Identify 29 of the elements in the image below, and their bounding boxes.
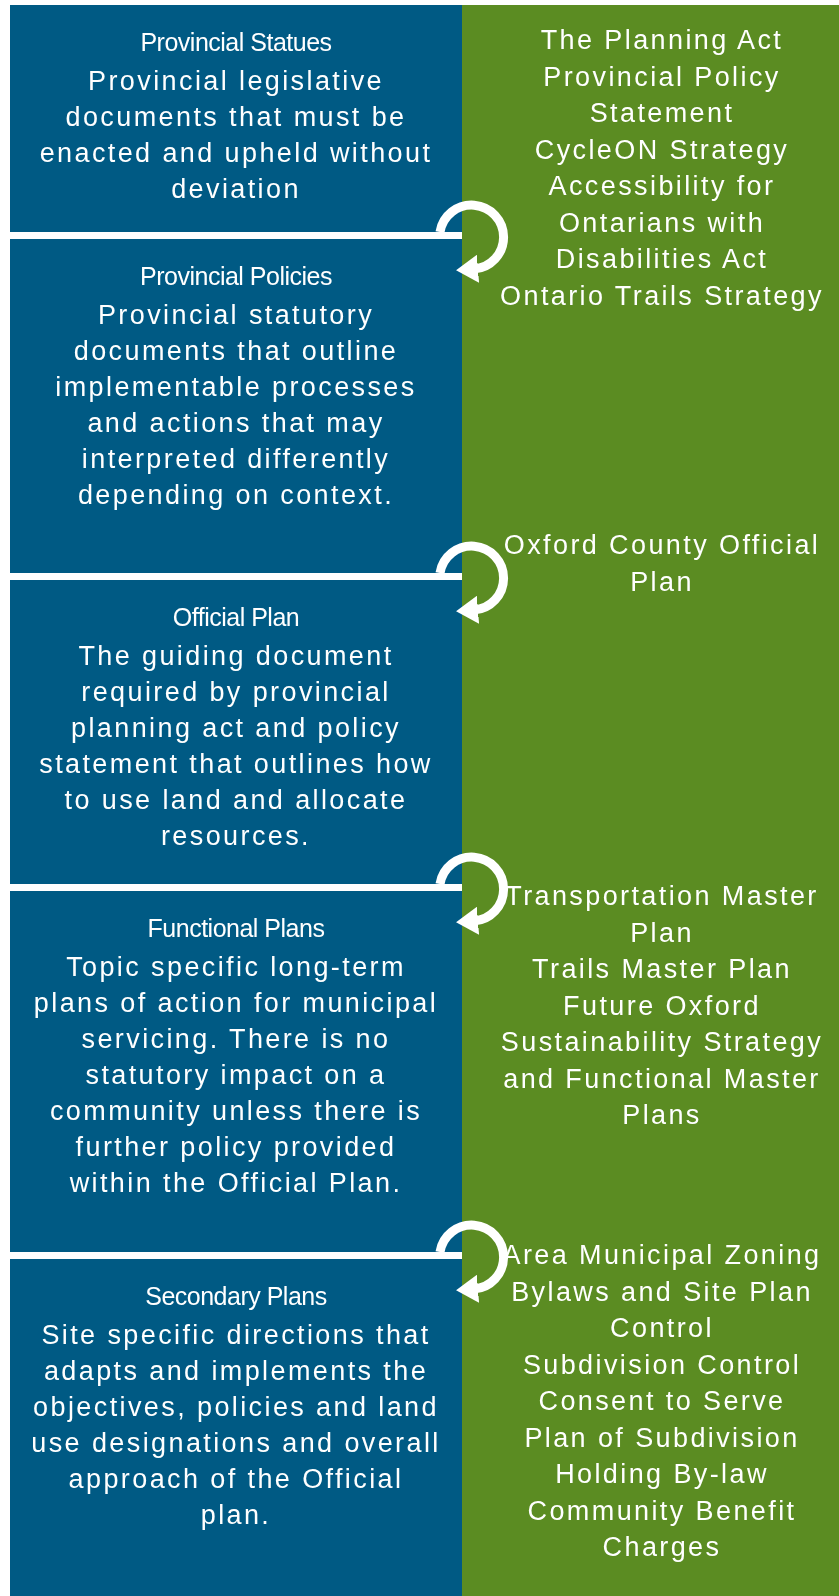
process-box: [10, 580, 462, 884]
box-description: Topic specific long-term plans of action for municipal servicing. There is no statutory impact on a community unless there is further policy provided within the Official Plan.: [32, 951, 440, 1200]
document-name: Future Oxford Sustainability Strategy and Functional Master Plans: [499, 989, 825, 1132]
box-heading: Official Plan: [172, 602, 300, 632]
process-box: [10, 5, 462, 232]
document-name: Community Benefit Charges: [526, 1494, 798, 1564]
box-description: Provincial legislative documents that must be enacted and upheld without deviation: [38, 65, 434, 206]
document-name: Subdivision Control: [522, 1348, 802, 1382]
document-name: Consent to Serve: [538, 1385, 786, 1418]
document-name: Holding By-law: [555, 1458, 769, 1491]
document-name: Transportation Master Plan: [504, 880, 820, 950]
document-name: Ontario Trails Strategy: [500, 279, 824, 313]
process-box: [10, 891, 462, 1252]
document-name: Oxford County Official Plan: [502, 529, 822, 599]
process-box: [10, 239, 462, 573]
document-name: Plan of Subdivision: [524, 1421, 800, 1455]
box-description: Provincial statutory documents that outline implementable processes and actions that may interpreted differently depending on context.: [54, 299, 418, 512]
box-heading: Provincial Policies: [140, 261, 332, 291]
document-name: Trails Master Plan: [532, 953, 792, 986]
box-heading: Secondary Plans: [145, 1281, 327, 1311]
document-name: The Planning Act: [540, 24, 784, 57]
box-heading: Functional Plans: [147, 913, 325, 943]
box-description: Site specific directions that adapts and implements the objectives, policies and land use designations and overall approach of the Official plan.: [30, 1319, 442, 1532]
document-name: CycleON Strategy: [534, 133, 790, 167]
box-heading: Provincial Statues: [140, 27, 332, 57]
process-box: [10, 1259, 462, 1596]
document-name: Provincial Policy Statement: [542, 60, 782, 130]
document-name: Accessibility for Ontarians with Disabilities Act: [547, 170, 777, 276]
box-description: The guiding document required by provincial planning act and policy statement that outlines how to use land and allocate resources.: [38, 640, 434, 853]
